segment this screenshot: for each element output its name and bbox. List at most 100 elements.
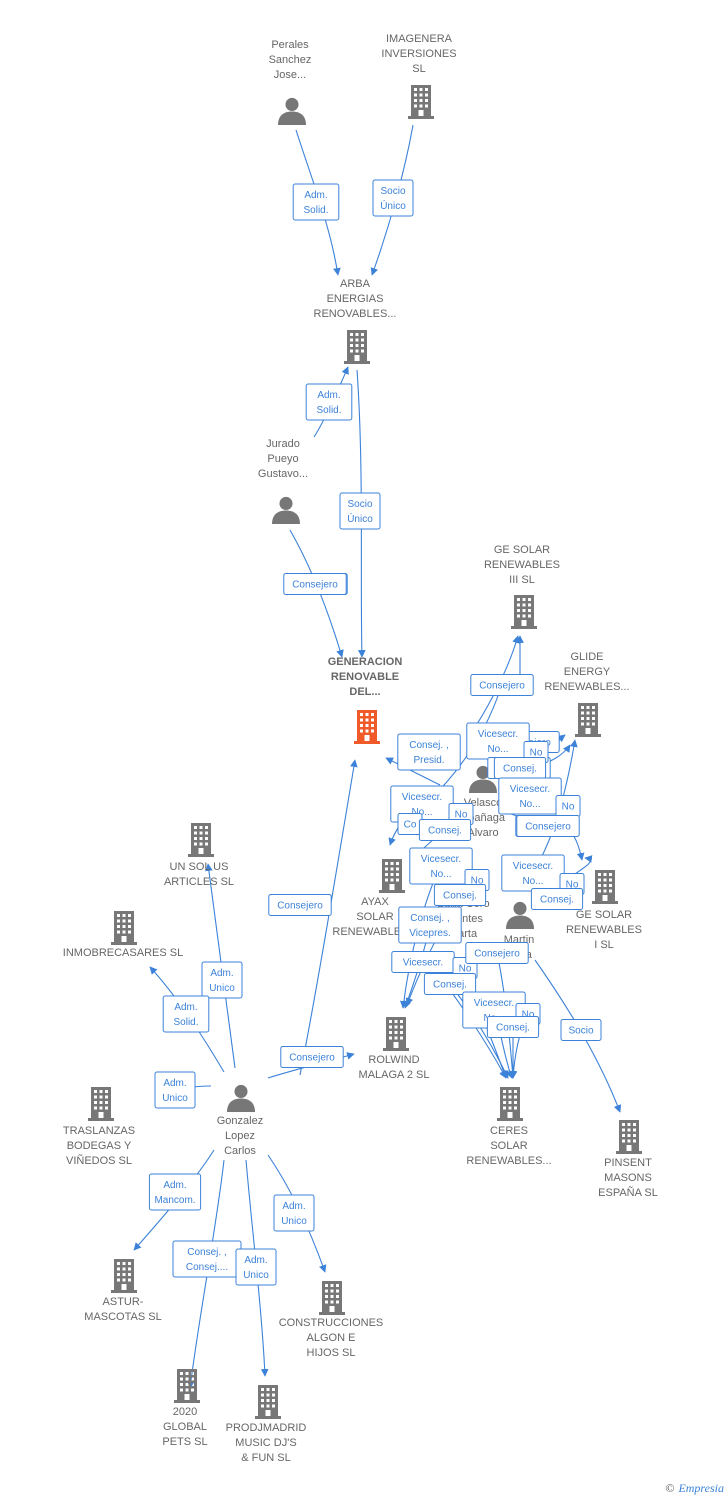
relation-label[interactable]: Consejero [280,1046,344,1068]
relation-label[interactable]: Adm. Unico [154,1071,196,1109]
relation-label[interactable]: Adm.Unico [273,1194,315,1232]
relation-label-box [292,183,340,221]
relation-label-box [372,179,414,217]
relation-label[interactable]: Consej. [433,884,487,906]
relation-label[interactable]: Consejero [268,894,332,916]
node-label-line: RENEWABLES... [466,1155,551,1167]
relation-label-text: No... [519,799,540,810]
relation-label-text: Presid. [413,755,444,766]
relation-label-text: Adm. [244,1255,267,1266]
node-label-line: CONSTRUCCIONES [279,1317,384,1329]
node-ayax[interactable]: AYAXSOLARRENEWABLES... [332,859,418,938]
relation-label-text: Consej. [540,895,574,906]
relation-label[interactable]: Consejero [470,674,534,696]
relation-label-text: Consej. , [410,913,449,924]
relation-label-text: Adm. [163,1078,186,1089]
node-label-line: ENERGY [564,666,611,678]
relation-label-text: Unico [162,1093,188,1104]
node-inmobre[interactable]: INMOBRECASARES SL [63,911,183,959]
relation-label[interactable]: Consejero [283,573,347,595]
node-label-line: & FUN SL [241,1452,291,1464]
footer-brand: ©Empresia [665,1481,724,1496]
node-label-line: INMOBRECASARES SL [63,947,183,959]
relation-label[interactable]: Socio [560,1019,602,1041]
relation-label[interactable]: Vicesecr.No... [498,777,562,815]
copyright-mark: © [665,1481,675,1495]
relation-label[interactable]: Consejero [516,815,580,837]
node-glide[interactable]: GLIDEENERGYRENEWABLES... [544,651,630,737]
building-icon [592,870,618,904]
relation-label-text: Consej. [428,826,462,837]
building-icon [174,1369,200,1403]
relation-label[interactable]: No [555,795,581,817]
person-icon [506,901,534,929]
relation-label[interactable]: Adm.Mancom. [148,1173,202,1211]
relation-label[interactable]: Consej. [423,973,477,995]
node-generacion[interactable]: GENERACIONRENOVABLEDEL... [328,656,403,744]
relation-label[interactable]: Adm.Solid. [162,995,210,1033]
relation-label-box [418,819,472,841]
node-label-line: VIÑEDOS SL [66,1154,132,1167]
relation-label[interactable]: Consej. [530,888,584,910]
relation-label-box [465,942,529,964]
building-icon [188,823,214,857]
relation-label-box [235,1248,277,1286]
node-label-line: Carlos [224,1145,256,1157]
relation-label[interactable]: Consej. ,Vicepres. [398,906,462,944]
node-label-line: MASONS [604,1172,652,1184]
building-icon [379,859,405,893]
relation-label[interactable]: Co [397,813,423,835]
relation-label-box [283,573,347,595]
relation-label[interactable]: Consej. ,Consej.... [172,1240,242,1278]
relation-label-text: Vicesecr. [478,729,518,740]
node-jurado[interactable]: JuradoPueyoGustavo... [258,438,308,524]
node-label-line: Jose... [274,69,306,81]
relation-label[interactable]: Vicesecr. [391,951,455,973]
node-perales[interactable]: PeralesSanchezJose... [269,39,312,125]
node-label-line: Pueyo [267,453,298,465]
relation-label[interactable]: Adm.Solid. [292,183,340,221]
relation-label-box [470,674,534,696]
relation-label[interactable]: Consej. ,Presid. [397,733,461,771]
node-label-line: SOLAR [356,911,393,923]
relation-label[interactable]: Consej. [493,757,547,779]
relation-label[interactable]: Consejero [465,942,529,964]
relation-label-text: Único [347,512,373,525]
relation-label[interactable]: Adm.Unico [201,961,243,999]
relation-label[interactable]: Consej. [418,819,472,841]
node-label-line: PRODJMADRID [226,1422,307,1434]
relation-label-text: Consejero [292,580,338,591]
node-ceres[interactable]: CERESSOLARRENEWABLES... [466,1087,552,1167]
relation-label-box [154,1071,196,1109]
relation-label-box [305,383,353,421]
relation-label-text: Consejero [289,1053,335,1064]
relation-label[interactable]: Vicesecr.No... [501,854,565,892]
node-label-line: ARBA [340,278,371,290]
node-arba[interactable]: ARBAENERGIASRENOVABLES... [314,278,397,364]
building-icon [111,911,137,945]
relation-label[interactable]: Vicesecr.No... [409,847,473,885]
node-astur[interactable]: ASTUR-MASCOTAS SL [84,1259,162,1323]
node-label-line: INVERSIONES [381,48,456,60]
relation-label[interactable]: Adm.Unico [235,1248,277,1286]
relation-label-text: Adm. [282,1201,305,1212]
relation-label[interactable]: Consej. [486,1016,540,1038]
relation-label[interactable]: Vicesecr.No... [466,722,530,760]
relation-label-box [530,888,584,910]
relation-label[interactable]: Adm.Solid. [305,383,353,421]
node-label-line: TRASLANZAS [63,1125,135,1137]
person-icon [278,97,306,125]
